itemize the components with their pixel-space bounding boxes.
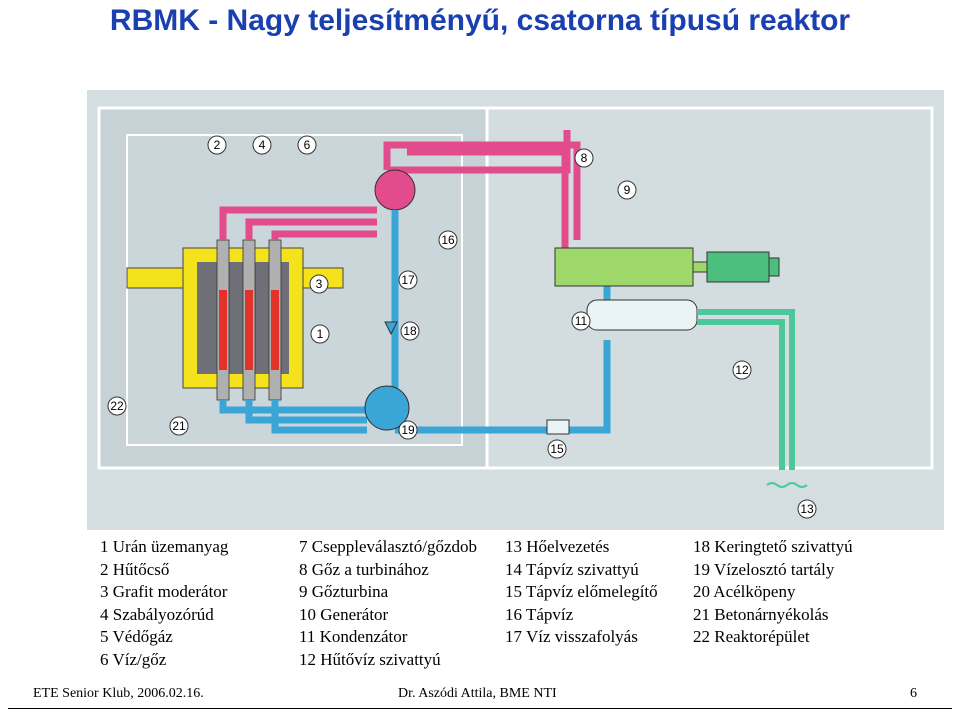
- callout-label-1: 1: [317, 327, 324, 341]
- callout-label-4: 4: [259, 138, 266, 152]
- callout-21: [169, 416, 189, 436]
- cooling-water-pipes: [697, 309, 795, 470]
- callout-18: [400, 321, 420, 341]
- legend-item: 4 Szabályozórúd: [100, 604, 214, 624]
- callout-label-13: 13: [800, 502, 814, 516]
- callout-15: [547, 439, 567, 459]
- legend-item: 9 Gőzturbina: [299, 582, 389, 602]
- legend-item: 16 Tápvíz: [505, 604, 574, 624]
- rbmk-diagram: 1 2 3 4 6 8 9 11 12 13 15 16 17 18 19 21…: [87, 90, 944, 530]
- legend-item: 2 Hűtőcső: [100, 559, 170, 579]
- turbine-hall: [485, 106, 934, 470]
- page-number: 6: [910, 686, 917, 701]
- legend-item: 14 Tápvíz szivattyú: [505, 559, 639, 579]
- water-distribution-tank: [364, 385, 410, 431]
- callout-13: [797, 499, 817, 519]
- footer-divider: [8, 708, 952, 709]
- legend-item: 19 Vízelosztó tartály: [693, 559, 835, 579]
- legend-item: 10 Generátor: [299, 604, 389, 624]
- callout-label-9: 9: [624, 183, 631, 197]
- legend-item: 13 Hőelvezetés: [505, 537, 610, 556]
- callout-label-21: 21: [172, 419, 186, 433]
- legend-item: 17 Víz visszafolyás: [505, 627, 638, 647]
- callout-19: [398, 420, 418, 440]
- callout-22: [107, 396, 127, 416]
- legend-item: 11 Kondenzátor: [299, 627, 408, 647]
- callout-12: [732, 360, 752, 380]
- legend-item: 18 Keringtető szivattyú: [693, 537, 853, 556]
- legend-column-2: 7 Cseppleválasztó/gőzdob 8 Gőz a turbiná…: [299, 536, 477, 672]
- callout-4: [252, 135, 272, 155]
- callout-label-15: 15: [550, 442, 564, 456]
- callout-label-12: 12: [735, 363, 749, 377]
- turbine-shaft: [692, 261, 708, 273]
- legend-item: 8 Gőz a turbinához: [299, 559, 429, 579]
- legend-item: 21 Betonárnyékolás: [693, 604, 829, 624]
- callout-label-2: 2: [214, 138, 221, 152]
- legend-item: 22 Reaktorépület: [693, 627, 810, 647]
- callout-17: [398, 270, 418, 290]
- footer-center: Dr. Aszódi Attila, BME NTI: [398, 686, 557, 701]
- circulation-pump: [384, 321, 398, 336]
- legend-item: 12 Hűtővíz szivattyú: [299, 649, 441, 669]
- feedwater-preheater: [546, 419, 570, 435]
- steam-turbine: [554, 247, 694, 287]
- callout-16: [438, 230, 458, 250]
- callout-labels: 1 2 3 4 6 8 9 11 12 13 15 16 17 18 19 21…: [110, 138, 814, 516]
- callout-8: [574, 148, 594, 168]
- callout-label-19: 19: [401, 423, 415, 437]
- legend-item: 7 Cseppleválasztó/gőzdob: [299, 537, 477, 556]
- legend-item: 3 Grafit moderátor: [100, 582, 228, 602]
- callout-label-3: 3: [316, 277, 323, 291]
- callout-9: [617, 180, 637, 200]
- callout-label-22: 22: [110, 399, 124, 413]
- callout-1: [310, 324, 330, 344]
- callout-label-6: 6: [304, 138, 311, 152]
- legend-item: 20 Acélköpeny: [693, 582, 796, 602]
- legend-item: 5 Védőgáz: [100, 627, 173, 647]
- heat-sink-waves: [766, 482, 808, 488]
- callout-label-8: 8: [581, 151, 588, 165]
- page-title: RBMK - Nagy teljesítményű, csatorna típu…: [109, 4, 851, 37]
- legend-item: 15 Tápvíz előmelegítő: [505, 582, 658, 602]
- steam-drum: [374, 169, 416, 211]
- callout-11: [571, 311, 591, 331]
- steam-to-turbine: [407, 148, 569, 250]
- legend-item: 6 Víz/gőz: [100, 649, 167, 669]
- callout-label-11: 11: [575, 314, 588, 328]
- water-pipes: [219, 210, 611, 434]
- legend-column-3: 13 Hőelvezetés 14 Tápvíz szivattyú 15 Tá…: [505, 536, 658, 649]
- callout-2: [207, 135, 227, 155]
- callout-label-17: 17: [401, 273, 415, 287]
- fuel-channels: [216, 239, 282, 401]
- legend-item: 1 Urán üzemanyag: [100, 537, 229, 556]
- generator: [706, 251, 770, 283]
- callout-label-16: 16: [441, 233, 455, 247]
- heat-sink: [757, 470, 817, 490]
- condenser: [586, 299, 698, 331]
- generator-exciter: [768, 257, 780, 277]
- callout-3: [309, 274, 329, 294]
- callout-label-18: 18: [403, 324, 417, 338]
- footer-left: ETE Senior Klub, 2006.02.16.: [33, 686, 204, 701]
- callout-6: [297, 135, 317, 155]
- callouts: [107, 135, 817, 519]
- legend-column-1: 1 Urán üzemanyag 2 Hűtőcső 3 Grafit mode…: [100, 536, 228, 672]
- reactor-side-left: [126, 267, 184, 289]
- legend-column-4: 18 Keringtető szivattyú 19 Vízelosztó ta…: [693, 536, 853, 649]
